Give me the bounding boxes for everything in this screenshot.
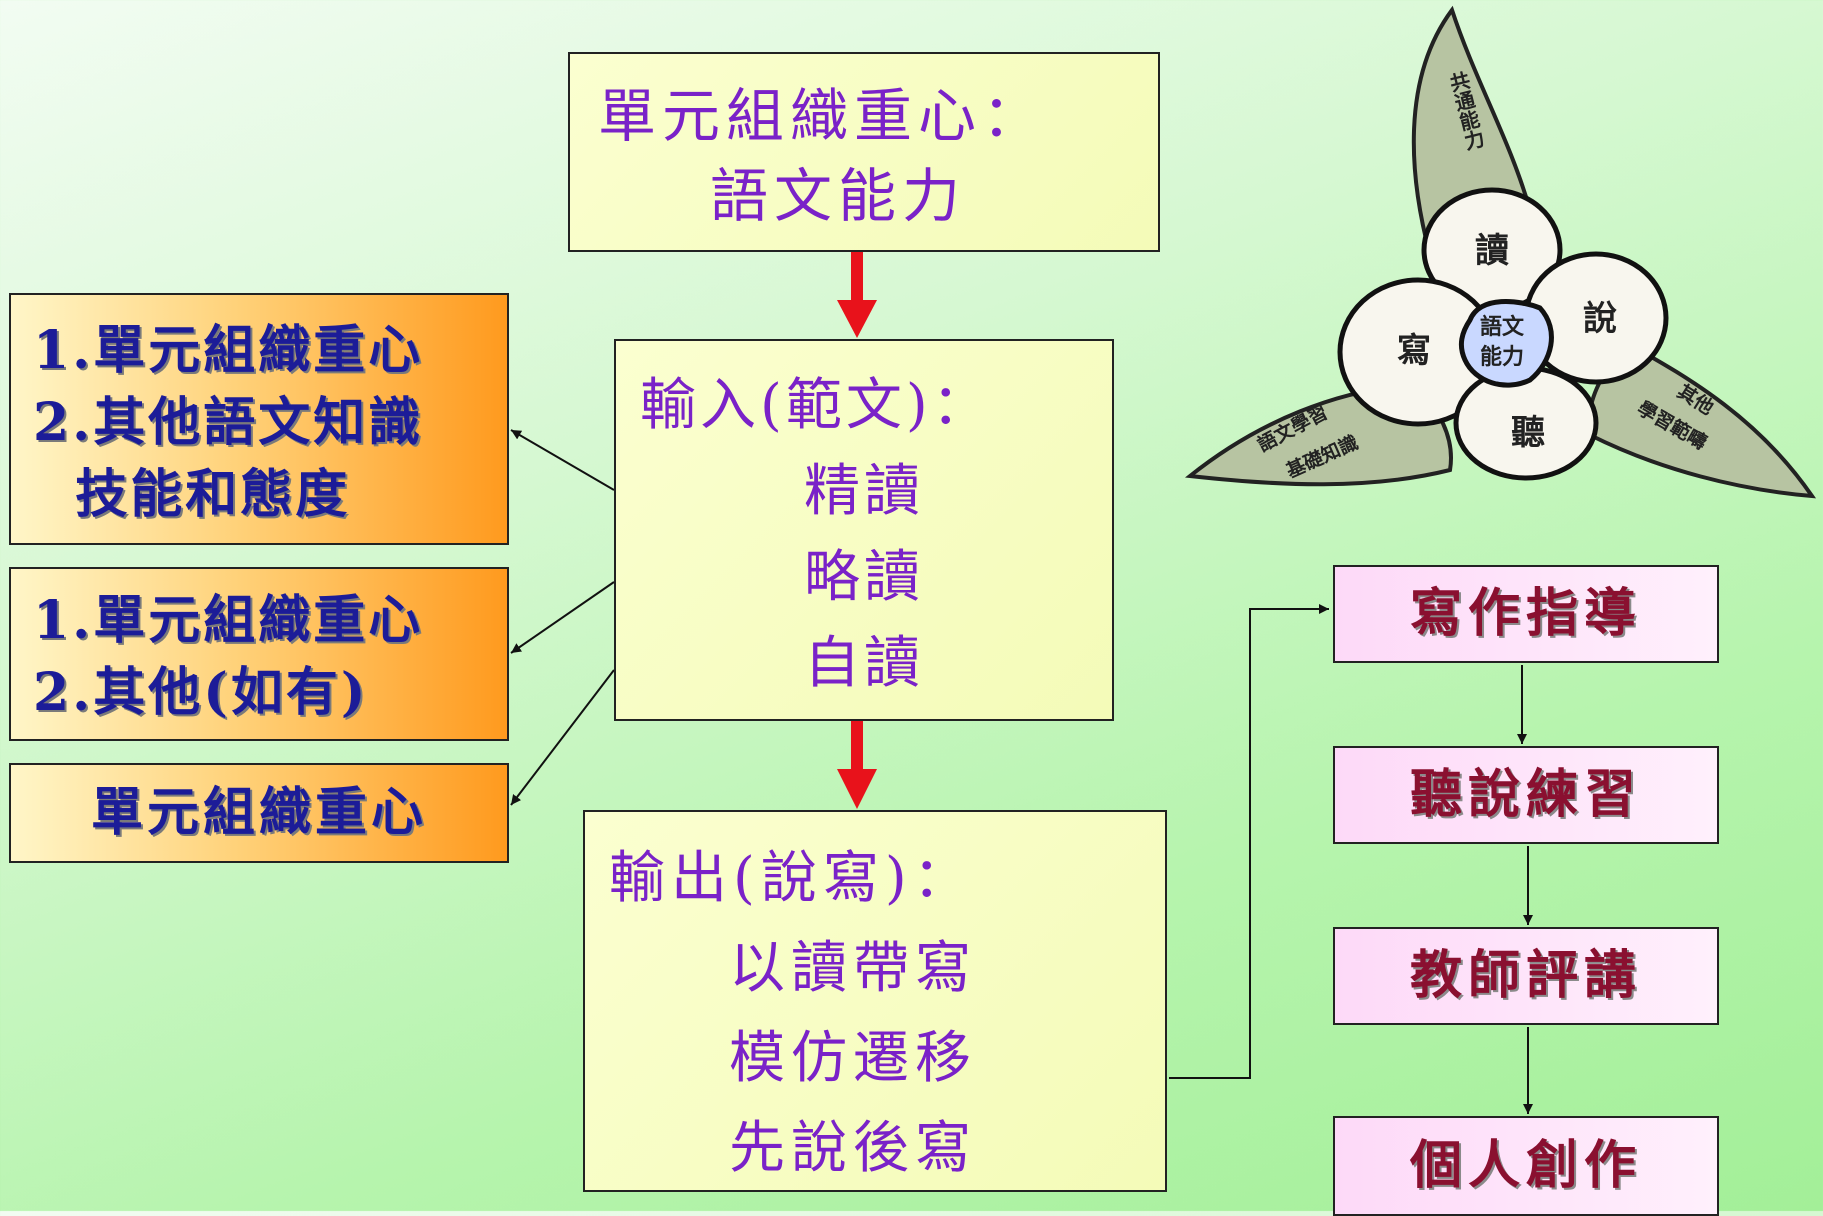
side-box-3-line: 單元組織重心 xyxy=(90,782,427,843)
red-arrow-1 xyxy=(837,252,877,338)
input-heading: 輸入(範文)： xyxy=(640,373,992,438)
side-box-1-line: 技能和態度 xyxy=(33,464,351,525)
side-box-3: 單元組織重心 xyxy=(9,763,509,863)
connector-input-to-box3 xyxy=(510,669,615,806)
connector-input-to-box2 xyxy=(510,581,615,654)
unit-focus-title: 單元組織重心： xyxy=(598,82,1047,150)
step-listening-speaking-practice: 聽說練習 xyxy=(1333,746,1719,844)
input-item: 自讀 xyxy=(804,631,924,696)
unit-focus-subtitle: 語文能力 xyxy=(710,162,967,230)
output-item: 先說後寫 xyxy=(729,1116,977,1181)
unit-focus-box: 單元組織重心： 語文能力 xyxy=(568,52,1160,252)
step-individual-creation: 個人創作 xyxy=(1333,1116,1719,1216)
step-teacher-review: 教師評講 xyxy=(1333,927,1719,1025)
output-item: 模仿遷移 xyxy=(729,1026,977,1091)
side-box-2: 1.單元組織重心 2.其他(如有) xyxy=(9,567,509,741)
output-heading: 輸出(說寫)： xyxy=(609,846,975,911)
side-box-2-line: 2.其他(如有) xyxy=(33,662,369,723)
step-writing-guidance: 寫作指導 xyxy=(1333,565,1719,663)
side-box-2-line: 1.單元組織重心 xyxy=(33,590,424,651)
input-item: 略讀 xyxy=(804,545,924,610)
connector-input-to-box1 xyxy=(510,429,615,491)
connector-output-to-steps xyxy=(1169,604,1329,1079)
input-box: 輸入(範文)： 精讀 略讀 自讀 xyxy=(614,339,1114,721)
input-item: 精讀 xyxy=(804,459,924,524)
output-box: 輸出(說寫)： 以讀帶寫 模仿遷移 先說後寫 xyxy=(583,810,1167,1192)
red-arrow-2 xyxy=(837,721,877,809)
output-item: 以讀帶寫 xyxy=(729,936,977,1001)
side-box-1: 1.單元組織重心 2.其他語文知識 技能和態度 xyxy=(9,293,509,545)
side-box-1-line: 2.其他語文知識 xyxy=(33,392,424,453)
side-box-1-line: 1.單元組織重心 xyxy=(33,320,424,381)
